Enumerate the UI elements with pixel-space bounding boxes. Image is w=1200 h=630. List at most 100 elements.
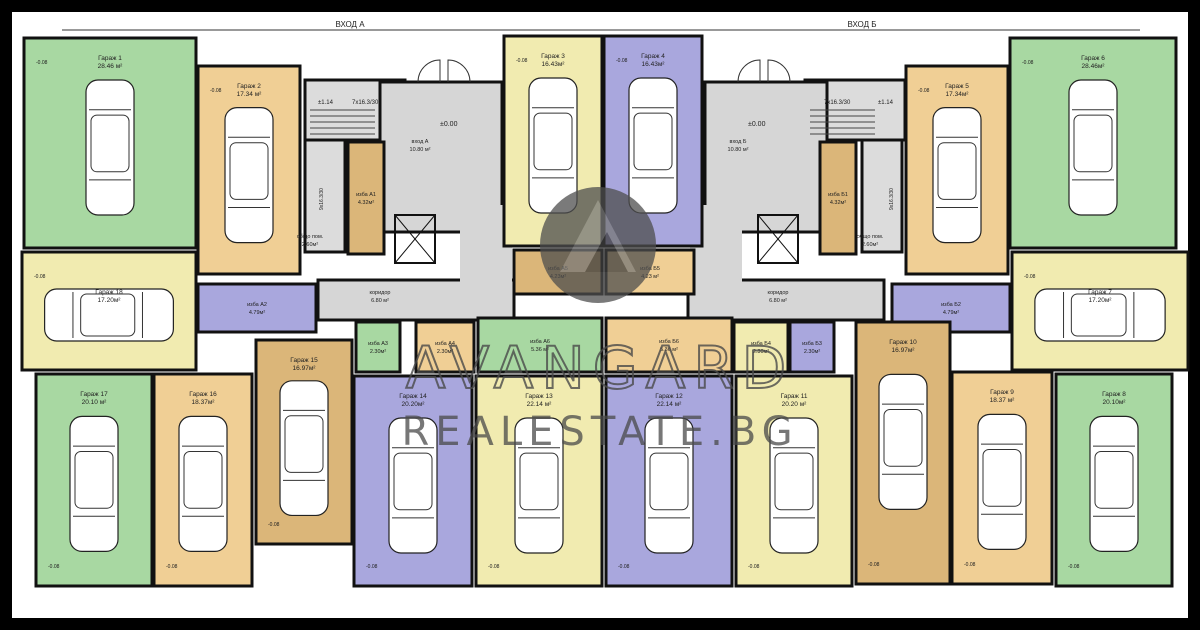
entrance-door-a bbox=[417, 59, 471, 83]
room-area: 6.80 м² bbox=[371, 298, 389, 304]
garage-name: Гараж 11 bbox=[781, 393, 808, 400]
garage-level-mark: -0.08 bbox=[48, 564, 60, 570]
entrance-b-label: ВХОД Б bbox=[848, 20, 877, 29]
garage-level-mark: -0.08 bbox=[488, 564, 500, 570]
entrance-a-label: ВХОД А bbox=[335, 20, 365, 29]
elevator-a bbox=[394, 214, 436, 264]
corridor-b bbox=[686, 278, 886, 322]
car-icon bbox=[279, 380, 329, 517]
garage-area: 22.14 м² bbox=[657, 401, 683, 408]
room-area: 2.30м² bbox=[804, 349, 820, 355]
room-name: общо пом. bbox=[857, 234, 884, 240]
stair-spec-b: 7х16.3/30 bbox=[824, 100, 851, 106]
elevator-b bbox=[757, 214, 799, 264]
car-icon bbox=[528, 77, 578, 214]
garage-name: Гараж 2 bbox=[237, 83, 261, 90]
stair-flight-a: 9х16.3/30 bbox=[319, 188, 325, 210]
garage-area: 17.34м² bbox=[946, 91, 970, 98]
room-area: 4.32м² bbox=[358, 200, 374, 206]
room-name: изба Б3 bbox=[802, 341, 822, 347]
level-mark-b: ±0.00 bbox=[748, 121, 766, 128]
stair-spec-a: 7х16.3/30 bbox=[352, 100, 379, 106]
room-b4 bbox=[732, 320, 790, 374]
room-area: 10.80 м² bbox=[728, 147, 749, 153]
car-icon bbox=[178, 415, 228, 552]
garage-name: Гараж 18 bbox=[95, 289, 123, 296]
garage-area: 16.97м² bbox=[293, 365, 317, 372]
garage-level-mark: -0.08 bbox=[868, 562, 880, 568]
room-area: 2.60м² bbox=[862, 242, 878, 248]
garage-level-mark: -0.08 bbox=[618, 564, 630, 570]
room-name: изба Б6 bbox=[659, 339, 679, 345]
room-name: коридор bbox=[768, 290, 789, 296]
room-area: 6.80 м² bbox=[769, 298, 787, 304]
room-name: изба А3 bbox=[368, 341, 388, 347]
room-name: изба Б1 bbox=[828, 192, 848, 198]
room-name: вход Б bbox=[730, 139, 747, 145]
garage-level-mark: -0.08 bbox=[1022, 60, 1034, 66]
garage-name: Гараж 8 bbox=[1102, 391, 1126, 398]
car-icon bbox=[878, 373, 928, 510]
garage-level-mark: -0.08 bbox=[616, 58, 628, 64]
entrance-door-b bbox=[737, 59, 791, 83]
car-icon bbox=[69, 415, 119, 552]
car-icon bbox=[224, 106, 274, 244]
garage-area: 18.37 м² bbox=[990, 397, 1016, 404]
garage-name: Гараж 3 bbox=[541, 53, 565, 60]
car-icon bbox=[1068, 79, 1118, 216]
common-room-b bbox=[860, 138, 904, 254]
garage-name: Гараж 12 bbox=[655, 393, 683, 400]
car-icon bbox=[1034, 288, 1166, 342]
garage-name: Гараж 5 bbox=[945, 83, 969, 90]
car-icon bbox=[644, 417, 694, 554]
room-name: изба А1 bbox=[356, 192, 376, 198]
room-a2 bbox=[196, 282, 318, 334]
cars-layer bbox=[44, 77, 1166, 554]
watermark-logo bbox=[540, 187, 656, 303]
car-icon bbox=[769, 417, 819, 554]
stair-flight-b: 9х16.3/30 bbox=[889, 188, 895, 210]
garage-name: Гараж 6 bbox=[1081, 55, 1105, 62]
room-area: 10.80 м² bbox=[410, 147, 431, 153]
room-area: 2.30м² bbox=[753, 349, 769, 355]
car-icon bbox=[388, 417, 438, 554]
room-name: изба А4 bbox=[435, 341, 455, 347]
room-name: изба Б4 bbox=[751, 341, 771, 347]
corridor-a bbox=[316, 278, 516, 322]
garage-area: 20.10м² bbox=[1103, 399, 1127, 406]
room-area: 2.30м² bbox=[437, 349, 453, 355]
car-icon bbox=[932, 106, 982, 244]
garage-level-mark: -0.08 bbox=[210, 88, 222, 94]
garage-name: Гараж 14 bbox=[399, 393, 427, 400]
garage-name: Гараж 17 bbox=[80, 391, 108, 398]
room-b1 bbox=[818, 140, 858, 256]
garage-area: 16.97м² bbox=[892, 347, 916, 354]
garage-name: Гараж 1 bbox=[98, 55, 122, 62]
car-icon bbox=[628, 77, 678, 214]
room-a3 bbox=[354, 320, 402, 374]
watermark-line2: REALESTATE.BG bbox=[401, 409, 798, 455]
room-name: изба А2 bbox=[247, 302, 267, 308]
room-area: 2.60м² bbox=[302, 242, 318, 248]
room-name: общо пом. bbox=[297, 234, 324, 240]
level-mark-a: ±0.00 bbox=[440, 121, 458, 128]
stairs-a bbox=[310, 109, 375, 135]
garage-level-mark: -0.08 bbox=[1068, 564, 1080, 570]
garage-level-mark: -0.08 bbox=[366, 564, 378, 570]
garage-area: 17.20м² bbox=[1089, 297, 1113, 304]
room-b3 bbox=[788, 320, 836, 374]
garage-name: Гараж 7 bbox=[1088, 289, 1112, 296]
room-name: вход А bbox=[412, 139, 429, 145]
garage-area: 28.46 м² bbox=[98, 63, 124, 70]
room-a1 bbox=[346, 140, 386, 256]
common-room-a bbox=[303, 138, 347, 254]
garage-level-mark: -0.08 bbox=[964, 562, 976, 568]
car-icon bbox=[514, 417, 564, 554]
garage-name: Гараж 13 bbox=[525, 393, 553, 400]
garage-area: 20.20 м² bbox=[782, 401, 808, 408]
garage-level-mark: -0.08 bbox=[268, 522, 280, 528]
garage-area: 16.43м² bbox=[542, 61, 566, 68]
garage-area: 16.43м² bbox=[642, 61, 666, 68]
car-icon bbox=[44, 288, 174, 342]
